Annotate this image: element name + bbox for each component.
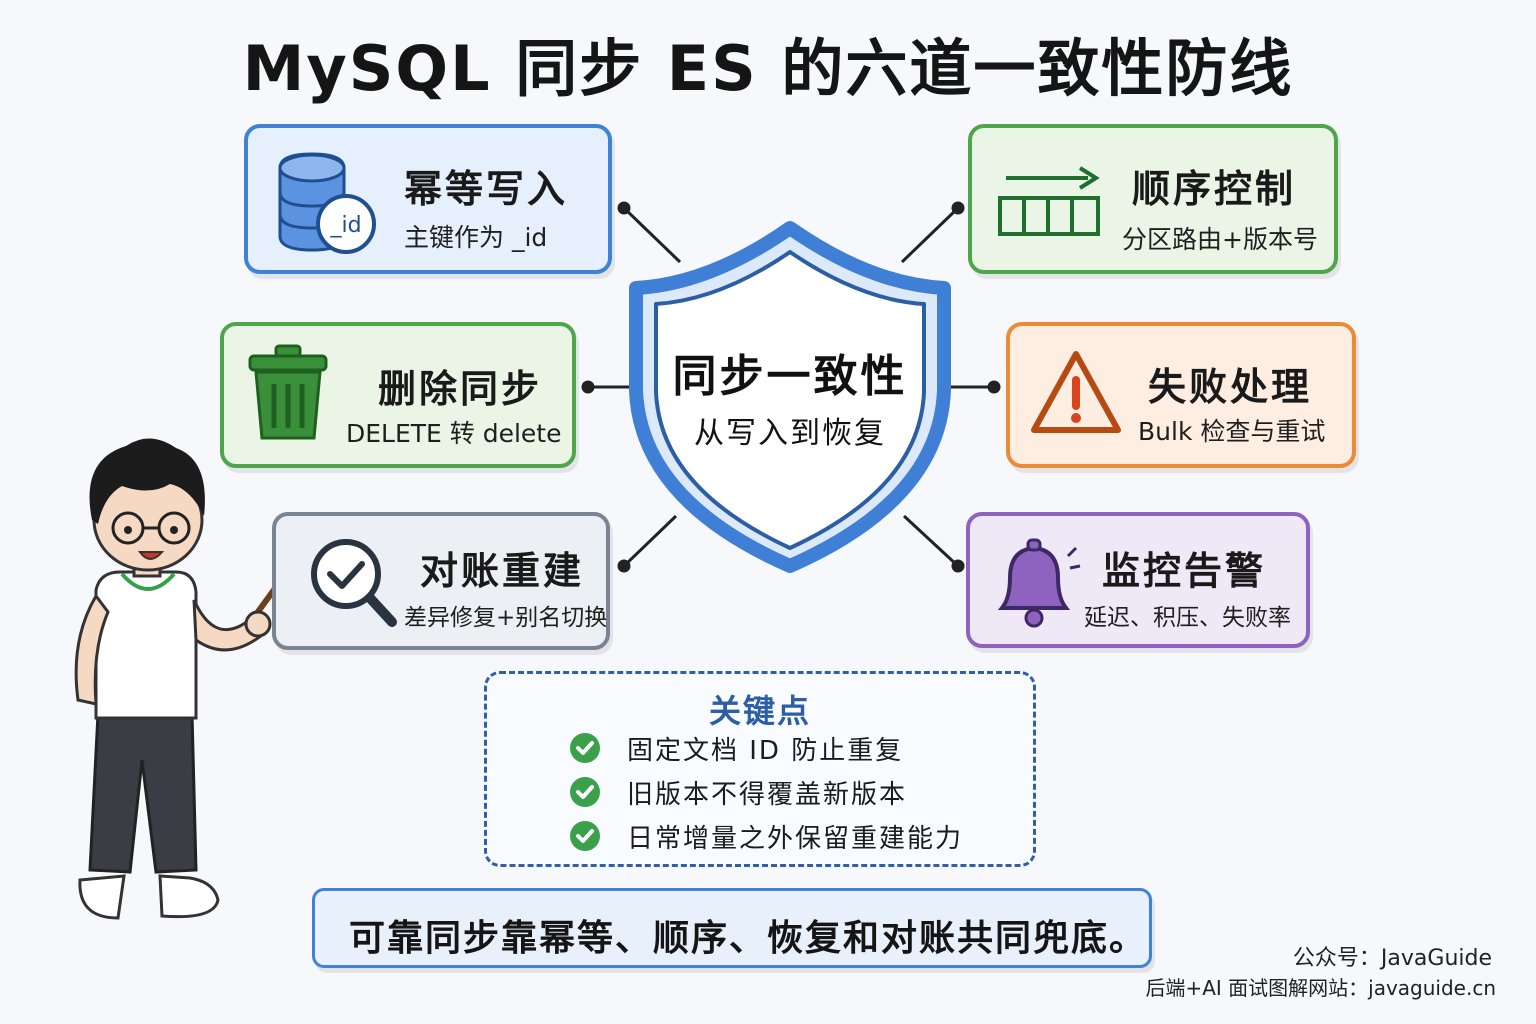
summary-banner: 可靠同步靠幂等、顺序、恢复和对账共同兜底。 <box>312 888 1152 968</box>
card-title: 失败处理 <box>1148 365 1313 409</box>
connector-lines <box>581 201 1001 573</box>
footer-account: 公众号：JavaGuide <box>1292 946 1492 971</box>
card-subtitle: 延迟、积压、失败率 <box>1084 605 1291 631</box>
bell-icon <box>997 538 1081 628</box>
card-subtitle: 主键作为 _id <box>404 223 548 252</box>
card-subtitle: 差异修复+别名切换 <box>404 605 608 631</box>
card-reconcile-rebuild: 对账重建 差异修复+别名切换 <box>272 512 610 650</box>
key-points-box: 关键点 固定文档 ID 防止重复 旧版本不得覆盖新版本 日常增量之外保留重建能力 <box>484 671 1036 867</box>
key-point-item: 固定文档 ID 防止重复 <box>569 730 903 766</box>
shield-icon <box>629 221 951 573</box>
summary-text: 可靠同步靠幂等、顺序、恢复和对账共同兜底。 <box>349 918 1148 959</box>
trash-icon <box>248 344 328 440</box>
card-title: 监控告警 <box>1102 549 1267 593</box>
card-monitor-alert: 监控告警 延迟、积压、失败率 <box>966 512 1310 648</box>
page-title: MySQL 同步 ES 的六道一致性防线 <box>242 32 1294 105</box>
card-title: 对账重建 <box>420 549 585 593</box>
card-subtitle: Bulk 检查与重试 <box>1138 417 1326 446</box>
database-id-icon: _id <box>278 152 376 254</box>
key-points-title: 关键点 <box>708 692 811 730</box>
check-circle-icon <box>570 821 600 851</box>
key-point-item: 旧版本不得覆盖新版本 <box>569 774 907 810</box>
card-subtitle: 分区路由+版本号 <box>1122 225 1318 254</box>
card-title: 顺序控制 <box>1132 167 1297 211</box>
center-title: 同步一致性 <box>672 351 908 402</box>
card-title: 删除同步 <box>378 367 543 411</box>
card-failure-handling: 失败处理 Bulk 检查与重试 <box>1006 322 1356 468</box>
presenter-character <box>74 438 309 920</box>
warning-icon <box>1031 351 1121 433</box>
card-delete-sync: 删除同步 DELETE 转 delete <box>220 322 576 468</box>
card-order-control: 顺序控制 分区路由+版本号 <box>968 124 1338 274</box>
check-circle-icon <box>570 733 600 763</box>
svg-text:_id: _id <box>329 213 361 238</box>
card-idempotent-write: _id 幂等写入 主键作为 _id <box>244 124 612 274</box>
key-point-item: 日常增量之外保留重建能力 <box>569 818 963 854</box>
ordered-queue-icon <box>998 166 1100 236</box>
magnifier-check-icon <box>311 539 397 627</box>
center-subtitle: 从写入到恢复 <box>694 416 886 451</box>
footer-site: 后端+AI 面试图解网站：javaguide.cn <box>1145 976 1496 1000</box>
check-circle-icon <box>570 777 600 807</box>
card-title: 幂等写入 <box>404 167 569 211</box>
card-subtitle: DELETE 转 delete <box>346 419 562 448</box>
